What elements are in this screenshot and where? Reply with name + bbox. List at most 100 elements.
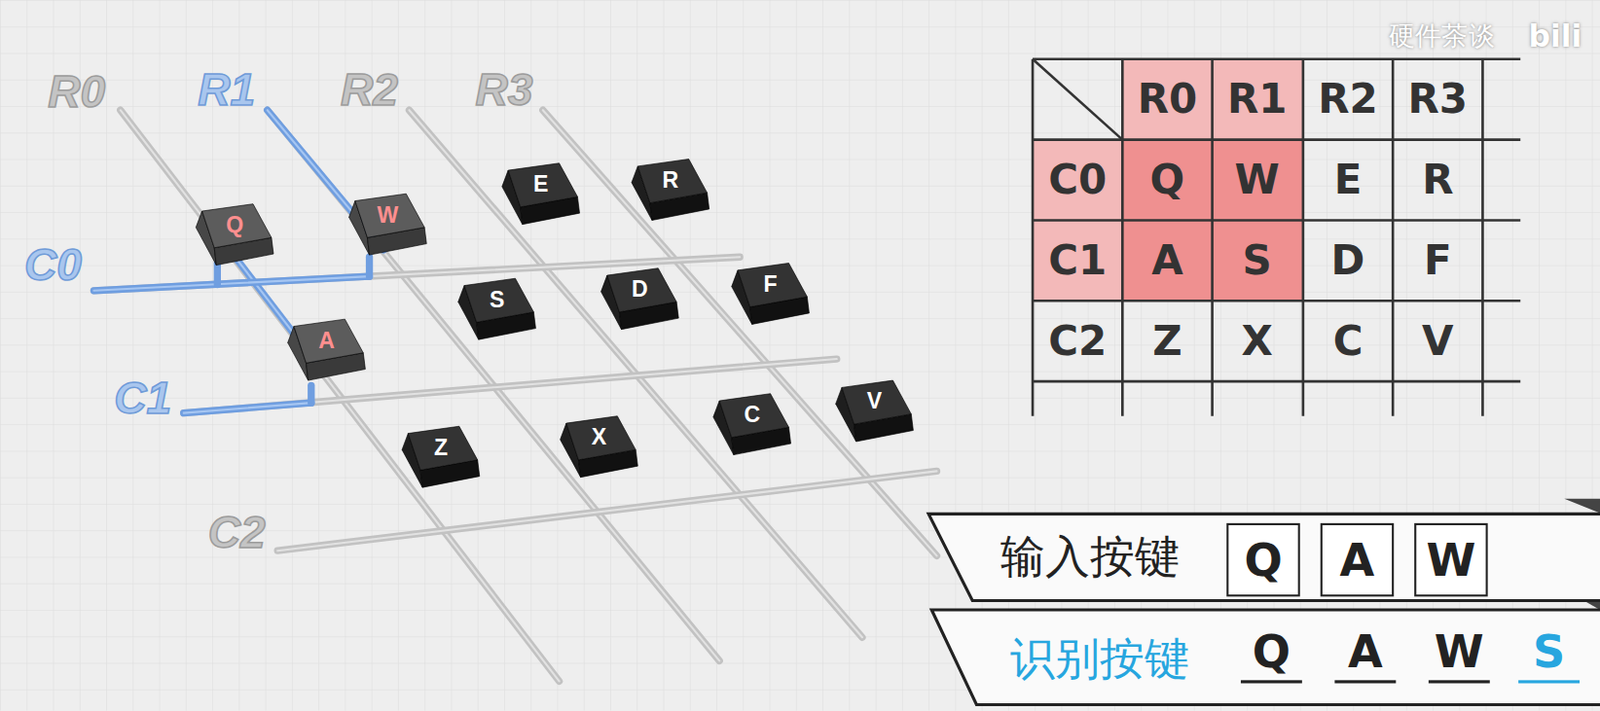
table-cell: Q [1127, 144, 1209, 216]
key-letter: D [609, 271, 671, 309]
ribbon-title: 输入按键 [1000, 509, 1181, 606]
key-letter: F [739, 266, 801, 304]
table-line [1032, 138, 1521, 142]
keycap-face [464, 278, 534, 323]
active-wire-label: C1 [109, 370, 177, 427]
key-letter: X [568, 419, 630, 457]
active-wire-label: R1 [192, 62, 260, 118]
recognized-key: A [1334, 622, 1396, 685]
ribbon-title: 识别按键 [1010, 607, 1191, 711]
ribbon-banner: 输入按键 Q AW [923, 509, 1600, 606]
table-line [1031, 59, 1035, 417]
active-wire-label: C0 [19, 237, 87, 293]
table-cell: X [1216, 304, 1299, 376]
table-line [1481, 59, 1485, 417]
input-key-letter: A [1340, 534, 1376, 586]
table-line [1032, 299, 1521, 303]
keycap: Z [387, 423, 490, 495]
table-cell: A [1127, 224, 1209, 296]
key-letter: W [357, 196, 419, 234]
keycap-face [202, 204, 272, 249]
table-cell: S [1216, 224, 1299, 296]
key-letter: S [466, 281, 528, 319]
table-cell: R3 [1396, 63, 1479, 135]
input-key-letter: Q [1243, 534, 1282, 586]
active-wire [214, 263, 221, 286]
table-cell: Z [1127, 304, 1209, 376]
table-cell: E [1307, 144, 1389, 216]
watermark: bili [1521, 15, 1589, 57]
watermark: 硬件茶谈 [1375, 15, 1508, 57]
keycap: S [443, 275, 546, 347]
table-cell: R1 [1216, 63, 1299, 135]
keycap: X [545, 413, 649, 485]
wire-label: R0 [42, 64, 110, 120]
keycap-face [737, 263, 807, 308]
keycap-face [841, 380, 911, 425]
key-letter: E [509, 166, 572, 204]
recognized-key: Q [1240, 622, 1303, 685]
table-cell: R2 [1307, 63, 1389, 135]
keycap: E [487, 160, 590, 232]
keycap: W [334, 190, 437, 262]
table-cell: W [1216, 144, 1299, 216]
active-wire-highlight [93, 276, 369, 291]
key-letter: Q [204, 207, 266, 245]
keycap: C [698, 391, 801, 463]
table-line [1210, 59, 1214, 417]
table-cell: D [1307, 224, 1389, 296]
keycap: R [617, 155, 720, 227]
key-letter: V [843, 383, 906, 421]
keycap-face [566, 416, 636, 461]
active-wire [183, 402, 312, 413]
input-key-box: W [1414, 523, 1488, 597]
active-wire-highlight [183, 402, 312, 413]
key-letter: A [295, 322, 358, 360]
wire-label: R3 [470, 62, 538, 118]
active-wire [307, 385, 315, 403]
input-key-letter: W [1425, 534, 1476, 586]
table-line [1032, 218, 1521, 222]
keycap-face [637, 159, 707, 204]
active-wire [93, 276, 369, 291]
table-cell: R0 [1127, 63, 1209, 135]
wire-highlight [120, 109, 560, 682]
wire-label: R2 [335, 62, 403, 118]
table-line [1032, 58, 1521, 62]
recognized-key: W [1428, 622, 1491, 685]
keycap-face [355, 193, 425, 238]
row-wire [120, 109, 560, 682]
active-wire [365, 256, 373, 277]
keycap-face [607, 268, 677, 313]
table-cell: C0 [1036, 144, 1119, 216]
keycap-face [508, 163, 578, 208]
key-letter: R [639, 162, 701, 200]
keycap: Q [181, 201, 285, 273]
key-letter: Z [409, 429, 472, 467]
keycap: A [273, 316, 376, 388]
table-cell: V [1396, 304, 1479, 376]
key-letter: C [721, 397, 783, 435]
wire-highlight [543, 109, 938, 556]
table-cell: C [1307, 304, 1389, 376]
keycap: F [717, 259, 820, 331]
keycap-face [719, 394, 789, 438]
column-wire [277, 471, 937, 551]
keycap-face [293, 319, 364, 364]
input-key-box: Q [1226, 523, 1300, 597]
table-cell: C2 [1036, 304, 1119, 376]
ghost-key: S [1518, 622, 1580, 685]
table-line [1302, 59, 1306, 417]
keycap: D [586, 265, 690, 337]
wire-label: C2 [203, 505, 271, 561]
table-cell: F [1396, 224, 1479, 296]
table-line [1032, 380, 1521, 384]
row-wire [543, 109, 938, 556]
table-line [1121, 59, 1125, 417]
table-cell: R [1396, 144, 1479, 216]
table-diagonal [1032, 59, 1123, 141]
table-cell: C1 [1036, 224, 1119, 296]
keycap-face [407, 426, 477, 471]
